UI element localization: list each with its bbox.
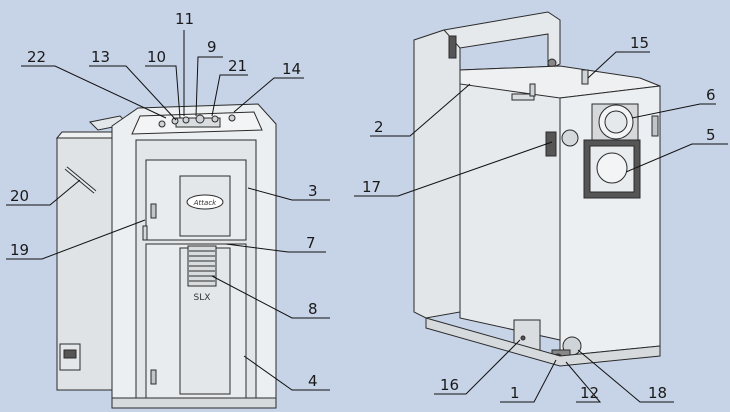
right-edge-pipe [651,115,659,137]
model-mark: SLX [194,293,211,303]
control-knob-10 [171,117,179,125]
callout-19: 19 [10,241,29,259]
brand-logo [186,194,224,210]
callout-10: 10 [147,48,166,66]
leader-lines [6,30,728,403]
control-knob-14 [228,114,236,122]
callout-8: 8 [308,300,318,318]
callout-4: 4 [308,372,318,390]
control-knob-13 [158,120,166,128]
side-ash-door-window [63,349,77,359]
callout-20: 20 [10,187,29,205]
callout-15: 15 [630,34,649,52]
callout-9: 9 [207,38,217,56]
bracket-bolts [448,35,457,59]
left-base [111,397,277,409]
control-knob-9 [195,114,205,124]
lower-door-handle [150,369,157,385]
callout-7: 7 [306,234,316,252]
upper-door-handle [150,203,157,219]
right-base [425,317,661,367]
callout-17: 17 [362,178,381,196]
callout-6: 6 [706,86,716,104]
callout-2: 2 [374,118,384,136]
callout-3: 3 [308,182,318,200]
ventilation-grille [187,245,217,287]
callout-13: 13 [91,48,110,66]
callout-14: 14 [282,60,301,78]
callout-5: 5 [706,126,716,144]
callout-11: 11 [175,10,194,28]
callout-21: 21 [228,57,247,75]
control-knob-21 [211,115,219,123]
rear-side-panel [459,65,561,341]
callout-labels: 22 13 10 11 9 21 14 3 7 8 4 20 19 2 15 6… [10,10,716,402]
top-pipe-15 [581,69,589,85]
rear-front-column [413,29,461,319]
top-bracket [443,11,561,71]
door-hinge [142,225,148,241]
right-boiler-rear-view [413,11,661,367]
callout-12: 12 [580,384,599,402]
callout-1: 1 [510,384,520,402]
left-boiler-front-view: Attack SLX [55,103,277,409]
thermostat-fitting [561,129,579,147]
top-fitting-a [511,93,535,101]
control-knob-11 [182,116,190,124]
callout-22: 22 [27,48,46,66]
callout-16: 16 [440,376,459,394]
callout-18: 18 [648,384,667,402]
brand-logo-text: Attack [193,199,217,207]
top-pipe-b [529,83,536,97]
fan-opening [596,152,628,184]
